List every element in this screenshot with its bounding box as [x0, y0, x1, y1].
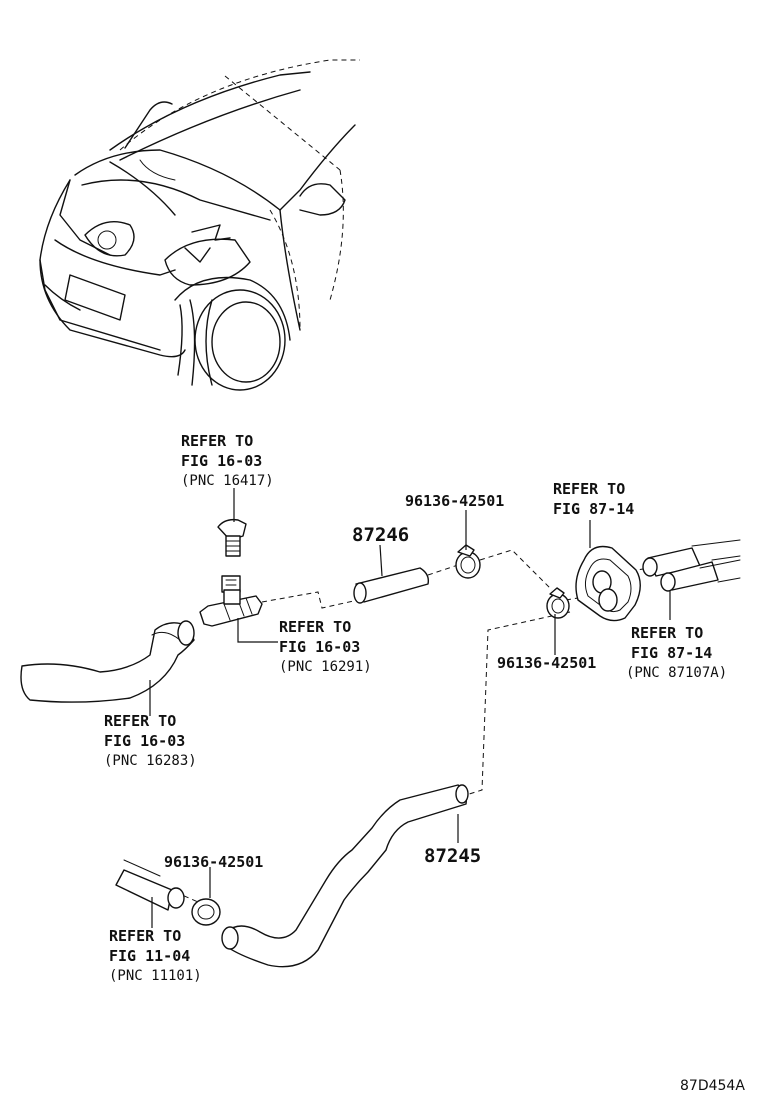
svg-text:FIG 16-03: FIG 16-03 [104, 732, 185, 750]
ref-label-pnc-16417: REFER TO FIG 16-03 (PNC 16417) [181, 432, 274, 489]
svg-text:FIG 87-14: FIG 87-14 [553, 500, 634, 518]
svg-text:(PNC 16283): (PNC 16283) [104, 753, 197, 769]
ref-label-pnc-16291: REFER TO FIG 16-03 (PNC 16291) [279, 618, 372, 675]
svg-text:FIG 16-03: FIG 16-03 [279, 638, 360, 656]
svg-text:REFER TO: REFER TO [279, 618, 351, 636]
leader-lines [149, 488, 671, 928]
hose-87246 [353, 567, 430, 604]
svg-text:(PNC 11101): (PNC 11101) [109, 968, 202, 984]
part-number-87245: 87245 [424, 845, 481, 867]
part-number-clamp-bottom: 96136-42501 [164, 853, 263, 871]
part-number-clamp-mid: 96136-42501 [497, 654, 596, 672]
svg-text:(PNC 16291): (PNC 16291) [279, 659, 372, 675]
svg-text:FIG 16-03: FIG 16-03 [181, 452, 262, 470]
clamp-mid [546, 587, 570, 619]
svg-text:REFER TO: REFER TO [631, 624, 703, 642]
clamp-bottom [191, 898, 221, 926]
vehicle-illustration [39, 59, 360, 391]
ref-label-fig-87-14-top: REFER TO FIG 87-14 [553, 480, 634, 518]
svg-text:REFER TO: REFER TO [181, 432, 253, 450]
svg-text:REFER TO: REFER TO [553, 480, 625, 498]
part-number-87246: 87246 [352, 524, 409, 546]
svg-text:FIG 11-04: FIG 11-04 [109, 947, 190, 965]
engine-pipe [115, 859, 185, 911]
ref-label-pnc-87107a: REFER TO FIG 87-14 (PNC 87107A) [626, 624, 727, 681]
heater-pipes [642, 539, 741, 592]
bleeder-screw [217, 518, 247, 557]
svg-text:REFER TO: REFER TO [104, 712, 176, 730]
ref-label-pnc-11101: REFER TO FIG 11-04 (PNC 11101) [109, 927, 202, 984]
ref-label-pnc-16283: REFER TO FIG 16-03 (PNC 16283) [104, 712, 197, 769]
svg-text:REFER TO: REFER TO [109, 927, 181, 945]
tee-joint [199, 575, 263, 627]
svg-text:FIG 87-14: FIG 87-14 [631, 644, 712, 662]
svg-text:(PNC 16417): (PNC 16417) [181, 473, 274, 489]
clamp-top [455, 544, 481, 579]
radiator-hose [20, 620, 195, 703]
part-number-clamp-top: 96136-42501 [405, 492, 504, 510]
svg-text:(PNC 87107A): (PNC 87107A) [626, 665, 727, 681]
heater-grommet [575, 545, 641, 622]
hose-87245 [221, 784, 469, 968]
figure-code: 87D454A [680, 1078, 745, 1094]
